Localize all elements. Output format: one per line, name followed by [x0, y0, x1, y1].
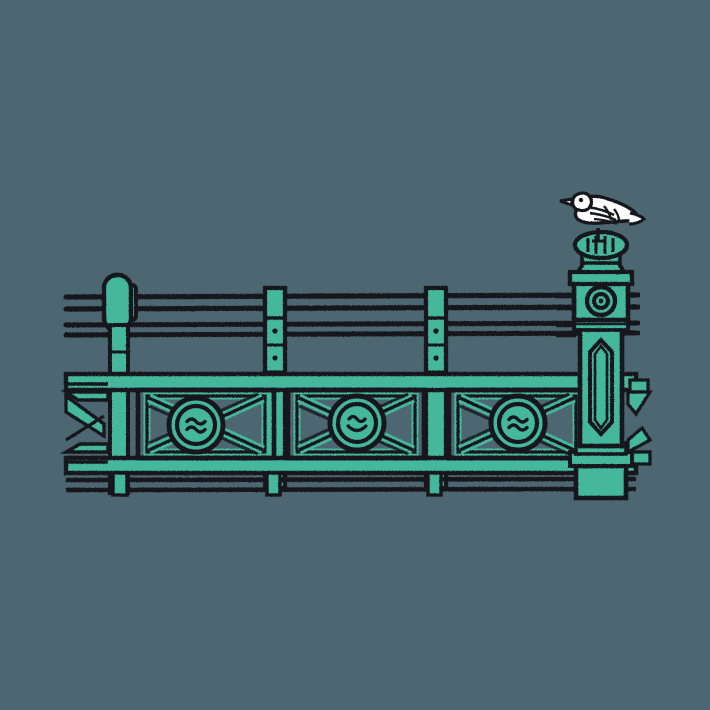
left-overhang-brace [59, 382, 110, 464]
pillar-base [573, 463, 629, 501]
pillar-base-collar [568, 441, 634, 468]
pillar-cap [567, 252, 635, 287]
pillar-shaft [577, 325, 625, 449]
pillar-finial [572, 229, 630, 261]
panel-top-chord [63, 371, 639, 393]
seagull [559, 191, 647, 243]
lamp-pillar [556, 229, 640, 501]
handrail-group [63, 292, 639, 338]
seagull-wing [587, 205, 621, 226]
seagull-tail [628, 211, 647, 226]
seagull-eye [578, 197, 584, 203]
pillar-boss-block [571, 279, 631, 323]
medallion-center [327, 393, 387, 453]
medallion-group [166, 393, 548, 455]
medallion-right [488, 393, 548, 453]
panel-under-rail [65, 476, 637, 493]
lower-handrail [63, 320, 639, 338]
medallion-left [166, 395, 226, 455]
lower-stub-group [111, 471, 443, 497]
pillar-rail-stubs [556, 292, 640, 338]
seagull-beak [559, 197, 574, 208]
right-overhang-brace [626, 378, 653, 466]
upper-handrail [63, 292, 639, 312]
